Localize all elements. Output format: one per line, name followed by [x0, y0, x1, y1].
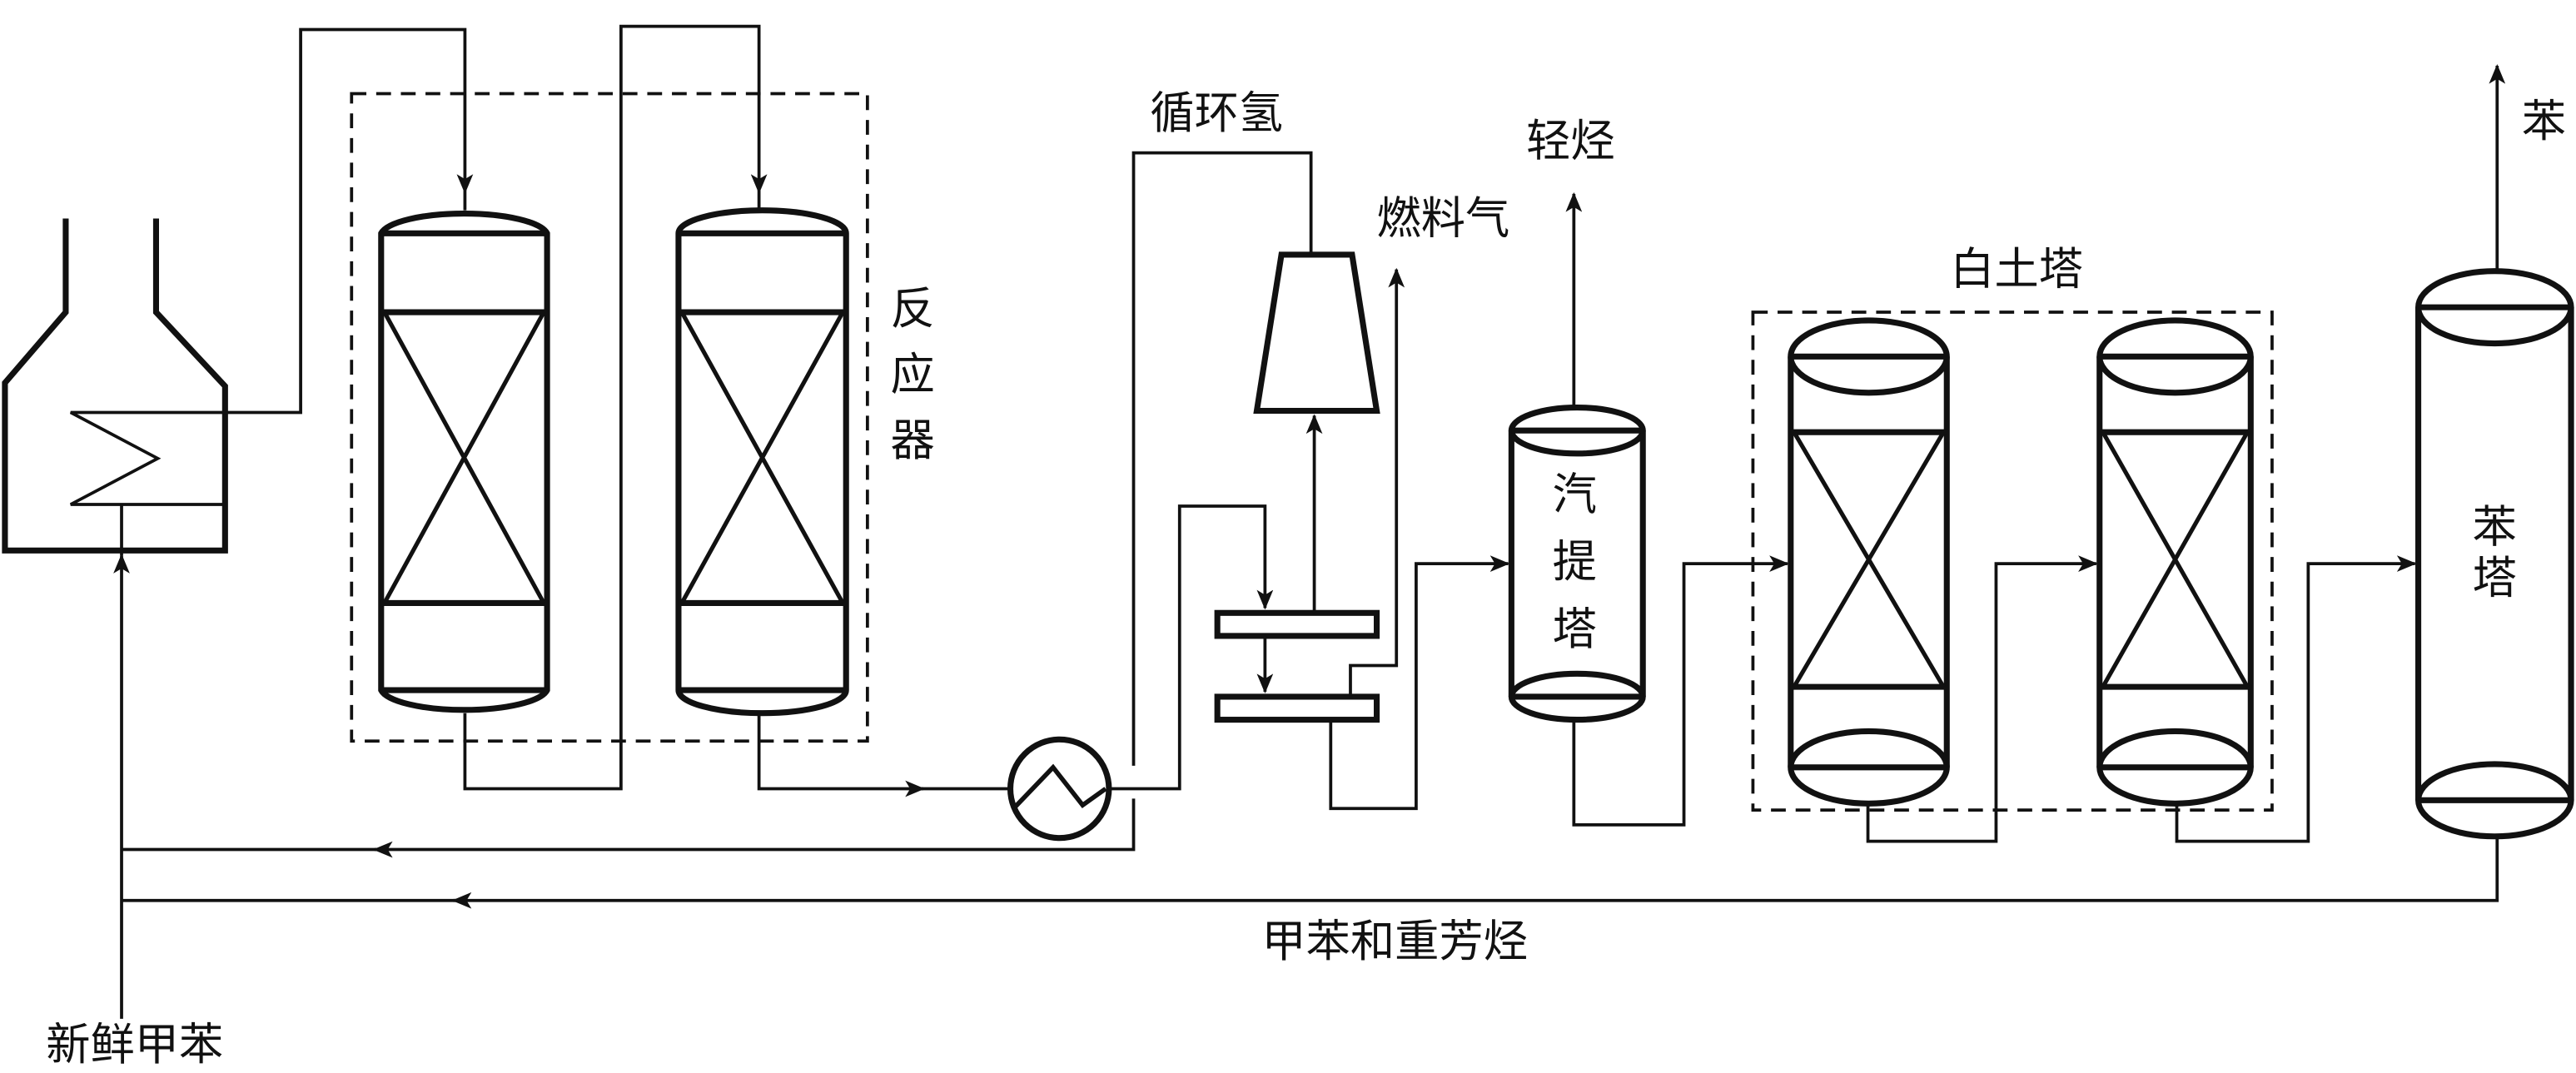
clay-tower-1	[1788, 317, 1950, 807]
reactor-label: 反 应 器	[890, 283, 934, 466]
clay1-to-clay2-line	[1866, 555, 2098, 843]
recycle-hydrogen-label: 循环氢	[1150, 87, 1283, 139]
to-separator-line	[1108, 504, 1274, 791]
benzene-column-label-char: 苯	[2473, 501, 2517, 553]
toluene-recycle-line	[451, 836, 2499, 909]
benzene-column-label-char: 塔	[2473, 553, 2517, 604]
stripper-to-clay-line	[1572, 555, 1789, 827]
furnace-to-reactor-line	[225, 27, 474, 415]
clay-to-benzene-line	[2175, 555, 2417, 843]
reactor-1	[378, 210, 550, 713]
reactor1-to-reactor2-line	[463, 24, 768, 791]
stripper-label-char: 提	[1553, 536, 1597, 588]
fuel-gas-line	[1349, 267, 1405, 697]
stripper-label-char: 汽	[1553, 469, 1597, 520]
light-hydrocarbons-label: 轻烃	[1526, 116, 1615, 167]
stripper-label-char: 塔	[1553, 604, 1597, 655]
heat-exchanger	[1007, 736, 1112, 842]
clay-tower-group-box	[1751, 310, 2274, 812]
reactor-label-char: 应	[890, 349, 934, 400]
furnace-coil	[69, 410, 226, 506]
reactor-effluent-line	[757, 713, 925, 797]
separator-to-stripper-line	[1329, 555, 1510, 811]
benzene-column: 苯 塔	[2415, 268, 2574, 840]
separator-2	[1214, 693, 1380, 723]
fuel-gas-label: 燃料气	[1377, 192, 1510, 244]
reactor-label-char: 器	[890, 415, 934, 466]
compressor	[1253, 251, 1380, 415]
reactor-2	[675, 207, 849, 717]
heating-furnace	[2, 218, 228, 554]
reactor-group-box	[350, 92, 869, 743]
stripper-column: 汽 提 塔	[1508, 404, 1646, 723]
fresh-toluene-label: 新鲜甲苯	[46, 1019, 223, 1071]
clay-tower-label: 白土塔	[1950, 243, 2083, 295]
recycle-hydrogen-line	[375, 151, 1313, 850]
toluene-heavy-aromatics-label: 甲苯和重芳烃	[1261, 916, 1528, 967]
clay-tower-2	[2096, 317, 2254, 807]
separator-1	[1214, 609, 1380, 639]
reactor-label-char: 反	[890, 283, 934, 335]
benzene-label: 苯	[2522, 96, 2566, 147]
